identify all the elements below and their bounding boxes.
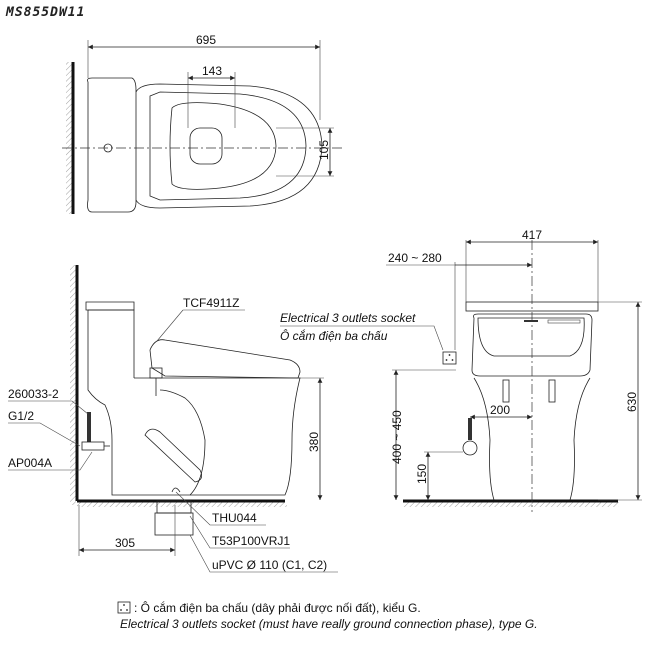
dim-total-height: 630: [625, 392, 639, 412]
dim-valve-height: 150: [415, 464, 429, 484]
dim-side-height: 380: [307, 432, 321, 452]
label-drain: T53P100VRJ1: [212, 534, 290, 548]
top-view: 695 143 105: [62, 33, 342, 214]
front-view: 417 240 ~ 280 Electrical 3 outlets socke…: [280, 228, 642, 512]
footnote-en: Electrical 3 outlets socket (must have r…: [120, 617, 538, 631]
dim-rough-in: 305: [115, 536, 135, 550]
model-title: MS855DW11: [5, 5, 85, 20]
dim-top-length: 695: [196, 33, 216, 47]
label-thread: G1/2: [8, 409, 34, 423]
socket-icon: [442, 351, 457, 365]
dim-socket-offset: 240 ~ 280: [388, 251, 442, 265]
dim-socket-height: 400 ~ 450: [390, 410, 404, 464]
label-pipe: uPVC Ø 110 (C1, C2): [212, 558, 327, 572]
dim-top-width: 143: [202, 64, 222, 78]
dim-valve-offset: 200: [490, 403, 510, 417]
label-valve-model: AP004A: [8, 456, 52, 470]
footnote: : Ô cắm điện ba chấu (dây phải được nối …: [117, 600, 538, 631]
socket-icon: [117, 601, 131, 614]
label-seat-model: TCF4911Z: [183, 296, 239, 310]
side-view: TCF4911Z 260033-2 G1/2 AP004A 380 305 TH…: [8, 265, 338, 573]
label-flange: THU044: [212, 511, 257, 525]
dim-top-offset: 105: [317, 140, 331, 160]
dim-front-width: 417: [522, 228, 542, 242]
label-hose-model: 260033-2: [8, 387, 59, 401]
label-socket-vi: Ô cắm điện ba chấu: [280, 328, 388, 343]
label-socket-en: Electrical 3 outlets socket: [280, 311, 416, 325]
footnote-vi: : Ô cắm điện ba chấu (dây phải được nối …: [134, 600, 421, 615]
